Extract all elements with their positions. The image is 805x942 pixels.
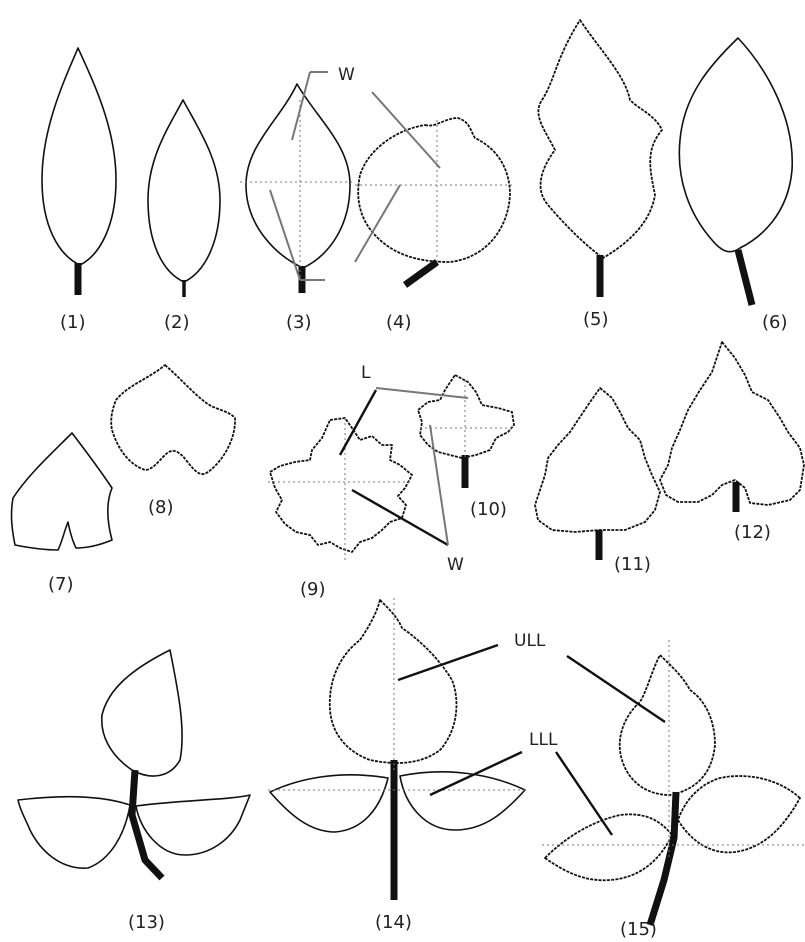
- leaf-6-number: (6): [762, 312, 788, 333]
- leaf-12: [660, 342, 804, 512]
- width-label-middle: W: [447, 555, 464, 575]
- leaf-14-number: (14): [375, 912, 412, 933]
- leaf-4: [355, 118, 515, 285]
- leaf-8-number: (8): [148, 497, 174, 518]
- leaf-7-number: (7): [48, 574, 74, 595]
- length-width-pointer-lines: [340, 388, 468, 545]
- leaf-7: [12, 433, 112, 550]
- leaf-4-number: (4): [386, 312, 412, 333]
- leaf-6: [679, 38, 792, 305]
- leaf-5: [538, 20, 662, 297]
- leaf-14: [268, 598, 528, 900]
- leaf-3: [240, 84, 354, 293]
- width-pointer-lines-top: [270, 72, 440, 280]
- leaf-5-number: (5): [583, 309, 609, 330]
- upper-leaflet-length-label: ULL: [514, 631, 546, 651]
- leaf-1-number: (1): [60, 312, 86, 333]
- leaf-11-number: (11): [614, 554, 651, 575]
- leaf-9-number: (9): [300, 579, 326, 600]
- lower-leaflet-length-label: LLL: [529, 730, 558, 750]
- leaf-11: [535, 388, 660, 560]
- leaf-8: [111, 365, 235, 474]
- leaf-2-number: (2): [164, 312, 190, 333]
- leaf-3-number: (3): [286, 312, 312, 333]
- width-label-top: W: [338, 65, 355, 85]
- leaf-12-number: (12): [734, 522, 771, 543]
- leaf-15-number: (15): [620, 919, 657, 940]
- length-label: L: [361, 363, 371, 383]
- leaf-13-number: (13): [128, 912, 165, 933]
- leaf-10-number: (10): [470, 499, 507, 520]
- leaf-15: [542, 640, 805, 925]
- leaf-13: [18, 650, 250, 878]
- leaf-2: [148, 100, 220, 297]
- leaf-9: [268, 418, 412, 560]
- leaf-1: [42, 48, 116, 295]
- leaf-10: [418, 375, 514, 488]
